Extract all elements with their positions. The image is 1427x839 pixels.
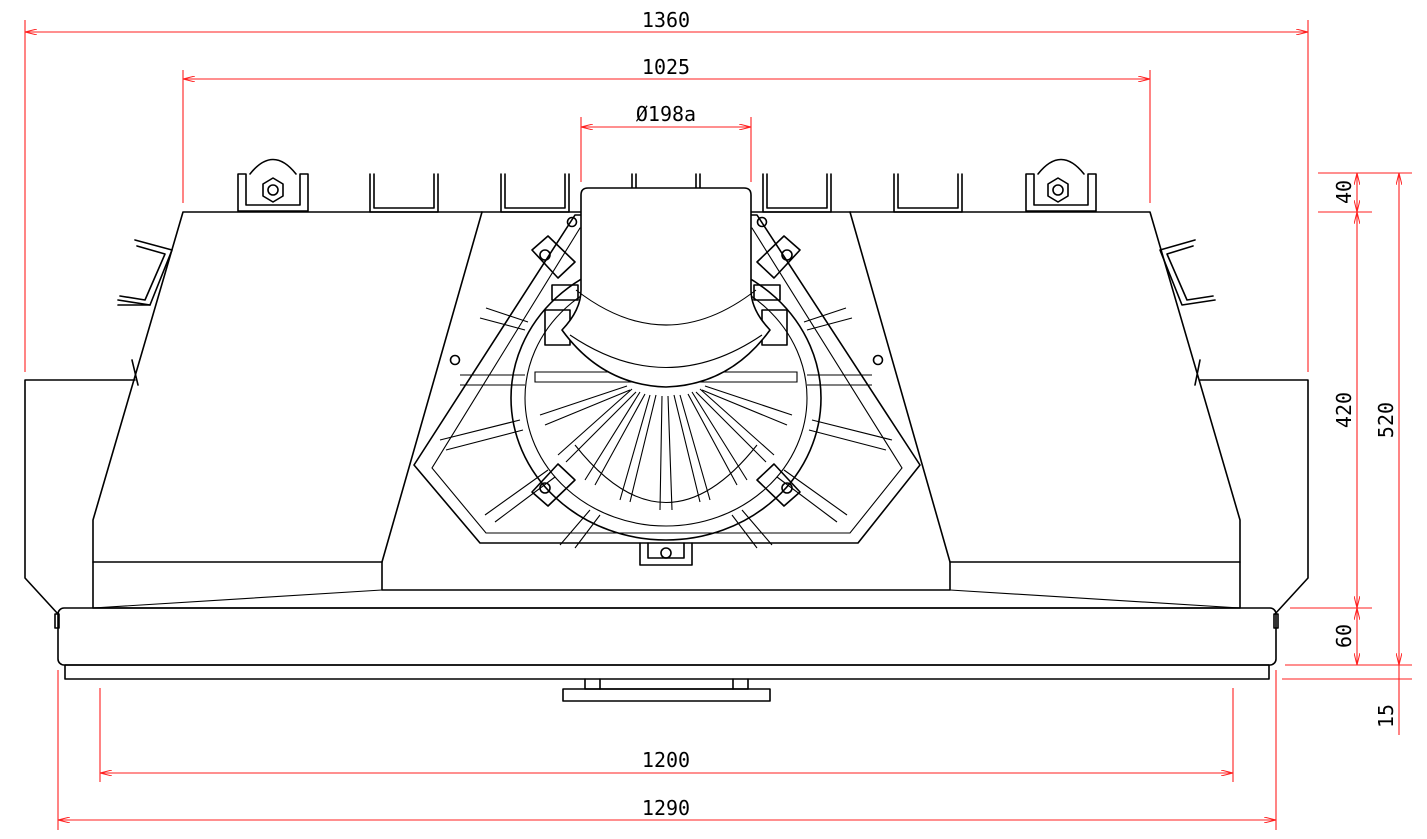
dimension-duct-diameter: Ø198a [580, 102, 752, 182]
dimension-flange-height: 40 [1332, 173, 1357, 212]
dimension-label-15: 15 [1374, 704, 1398, 728]
dimension-label-1360: 1360 [642, 8, 690, 32]
dimension-label-198a: Ø198a [636, 102, 696, 126]
dimension-label-60: 60 [1332, 624, 1356, 648]
dimension-label-1200: 1200 [642, 748, 690, 772]
dimension-label-40: 40 [1332, 180, 1356, 204]
dimension-label-420: 420 [1332, 392, 1356, 428]
dimensions: 1360 1025 Ø198a 1200 1290 [24, 8, 1412, 830]
mount-lugs [531, 235, 801, 507]
dimension-overall-width: 1360 [24, 8, 1309, 372]
dimension-label-520: 520 [1374, 402, 1398, 438]
dimension-label-1290: 1290 [642, 796, 690, 820]
dimension-panel-height: 60 [1332, 608, 1357, 665]
duct-outlet [561, 187, 771, 388]
octagon-frame [413, 214, 921, 544]
dimension-grille-height: 15 [1374, 665, 1400, 735]
dimension-base-width: 1200 [99, 688, 1234, 782]
lifting-eye-left [237, 158, 309, 212]
side-bracket-right [1159, 239, 1216, 386]
lifting-eye-right [1025, 158, 1097, 212]
top-brackets [237, 158, 1097, 213]
dimension-panel-width: 1290 [57, 670, 1277, 830]
side-bracket-left [117, 239, 173, 386]
dimension-total-height: 520 [1374, 173, 1399, 665]
bottom-panel [54, 607, 1279, 702]
dimension-label-1025: 1025 [642, 55, 690, 79]
dimension-top-width: 1025 [182, 55, 1151, 203]
dimension-body-height: 420 [1332, 212, 1357, 608]
